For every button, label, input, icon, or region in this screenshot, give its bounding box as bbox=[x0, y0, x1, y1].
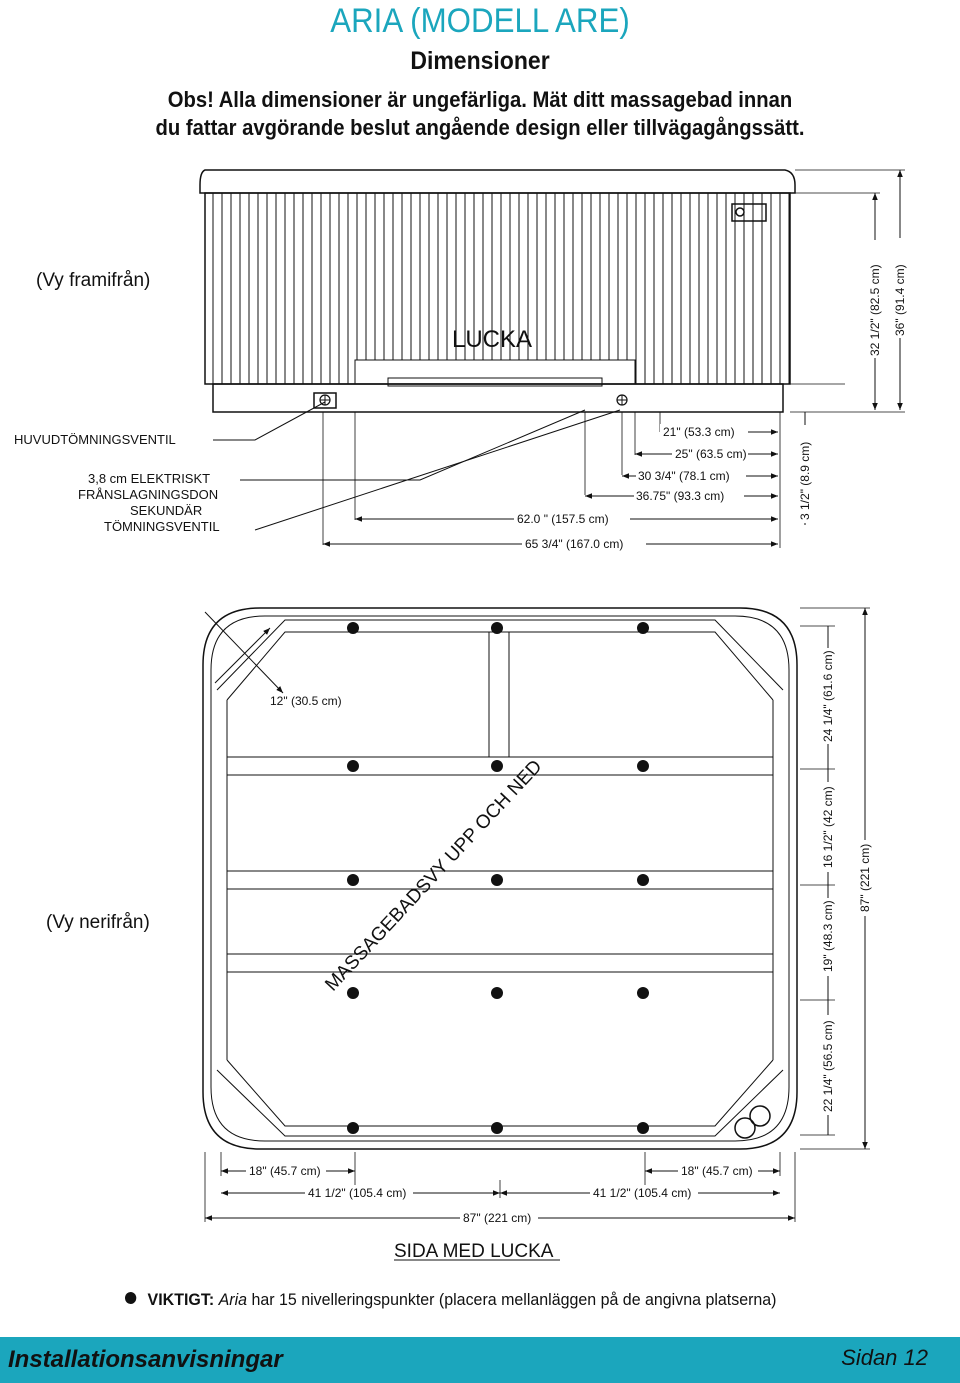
leveling-point bbox=[347, 760, 359, 772]
leveling-point bbox=[637, 874, 649, 886]
dim-36-75: 36.75" (93.3 cm) bbox=[636, 489, 724, 503]
dim-right-87: 87" (221 cm) bbox=[858, 844, 872, 912]
page-number: Sidan 12 bbox=[841, 1345, 928, 1370]
access-panel-outline bbox=[354, 359, 636, 384]
bottom-view-label: (Vy nerifrån) bbox=[46, 912, 150, 933]
access-side-label: SIDA MED LUCKA bbox=[394, 1241, 554, 1262]
footer-title: Installationsanvisningar bbox=[8, 1346, 283, 1373]
page-title: ARIA (MODELL ARE) bbox=[330, 2, 630, 40]
disconnect-label-2: FRÅNSLAGNINGSDON bbox=[78, 487, 218, 502]
dim-21: 21" (53.3 cm) bbox=[663, 425, 735, 439]
dim-25: 25" (63.5 cm) bbox=[675, 447, 747, 461]
leveling-point bbox=[347, 622, 359, 634]
top-cap bbox=[199, 169, 796, 194]
base-inner-outline bbox=[210, 615, 790, 1142]
leveling-point bbox=[347, 987, 359, 999]
main-drain-box-icon bbox=[313, 392, 337, 409]
footer-bar: Installationsanvisningar Sidan 12 bbox=[0, 1337, 960, 1383]
bullet-icon bbox=[125, 1292, 137, 1304]
model-name: Aria bbox=[218, 1290, 248, 1309]
leveling-point bbox=[491, 760, 503, 772]
secondary-drain-label-2: TÖMNINGSVENTIL bbox=[104, 519, 220, 534]
dim-bottom-41-left: 41 1/2" (105.4 cm) bbox=[308, 1186, 406, 1200]
dim-height-36: 36" (91.4 cm) bbox=[893, 264, 907, 336]
disconnect-knob-icon bbox=[735, 207, 745, 217]
front-view-label: (Vy framifrån) bbox=[36, 270, 150, 291]
dim-bottom-41-right: 41 1/2" (105.4 cm) bbox=[593, 1186, 691, 1200]
dim-height-3: 3 1/2" (8.9 cm) bbox=[798, 442, 812, 520]
cabinet-base bbox=[212, 383, 784, 413]
dim-65: 65 3/4" (167.0 cm) bbox=[525, 537, 623, 551]
disconnect-box-icon bbox=[731, 203, 767, 222]
cabinet-slats bbox=[212, 193, 790, 384]
leveling-point bbox=[637, 987, 649, 999]
leveling-point bbox=[491, 622, 503, 634]
leveling-point bbox=[637, 622, 649, 634]
leveling-point bbox=[491, 1122, 503, 1134]
dim-height-32: 32 1/2" (82.5 cm) bbox=[868, 264, 882, 356]
base-outline bbox=[202, 607, 798, 1150]
panel-sill bbox=[387, 377, 603, 387]
drain-port-icon bbox=[749, 1105, 771, 1127]
page-subtitle: Dimensioner bbox=[410, 47, 550, 75]
important-prefix: VIKTIGT: bbox=[147, 1290, 215, 1309]
important-word: har bbox=[251, 1290, 275, 1309]
leveling-point bbox=[637, 760, 649, 772]
front-view-labels: (Vy framifrån) LUCKA HUVUDTÖMNINGSVENTIL… bbox=[14, 264, 907, 551]
dim-bottom-87: 87" (221 cm) bbox=[463, 1211, 531, 1225]
drain-port-icon-2 bbox=[734, 1117, 756, 1139]
secondary-drain-label-1: SEKUNDÄR bbox=[130, 503, 202, 518]
front-view bbox=[199, 169, 905, 548]
disconnect-label-1: 3,8 cm ELEKTRISKT bbox=[88, 471, 210, 486]
dim-right-22: 22 1/4" (56.5 cm) bbox=[821, 1020, 835, 1112]
cabinet-body bbox=[204, 192, 791, 385]
dim-right-19: 19" (48.3 cm) bbox=[821, 900, 835, 972]
leveling-point bbox=[491, 874, 503, 886]
panel-label: LUCKA bbox=[452, 326, 532, 353]
disclaimer-notice: Obs! Alla dimensioner är ungefärliga. Mä… bbox=[38, 86, 921, 142]
dim-bottom-18-left: 18" (45.7 cm) bbox=[249, 1164, 321, 1178]
bottom-view-labels: (Vy nerifrån) 12" (30.5 cm) MASSAGEBADSV… bbox=[46, 650, 872, 1262]
leveling-point bbox=[347, 1122, 359, 1134]
main-drain-label: HUVUDTÖMNINGSVENTIL bbox=[14, 432, 176, 447]
leveling-point bbox=[637, 1122, 649, 1134]
leveling-points bbox=[347, 622, 649, 1134]
dim-30: 30 3/4" (78.1 cm) bbox=[638, 469, 730, 483]
dim-bottom-18-right: 18" (45.7 cm) bbox=[681, 1164, 753, 1178]
dim-right-16: 16 1/2" (42 cm) bbox=[821, 786, 835, 868]
notice-line-1: Obs! Alla dimensioner är ungefärliga. Mä… bbox=[167, 87, 793, 112]
notice-line-2: du fattar avgörande beslut angående desi… bbox=[155, 115, 805, 140]
dim-right-24: 24 1/4" (61.6 cm) bbox=[821, 650, 835, 742]
dim-62: 62.0 " (157.5 cm) bbox=[517, 512, 609, 526]
leveling-point bbox=[347, 874, 359, 886]
important-note: VIKTIGT: Aria har 15 nivelleringspunkter… bbox=[125, 1290, 777, 1310]
corner-dim: 12" (30.5 cm) bbox=[270, 694, 342, 708]
important-text: 15 nivelleringspunkter (placera mellanlä… bbox=[279, 1290, 777, 1309]
leveling-point bbox=[491, 987, 503, 999]
